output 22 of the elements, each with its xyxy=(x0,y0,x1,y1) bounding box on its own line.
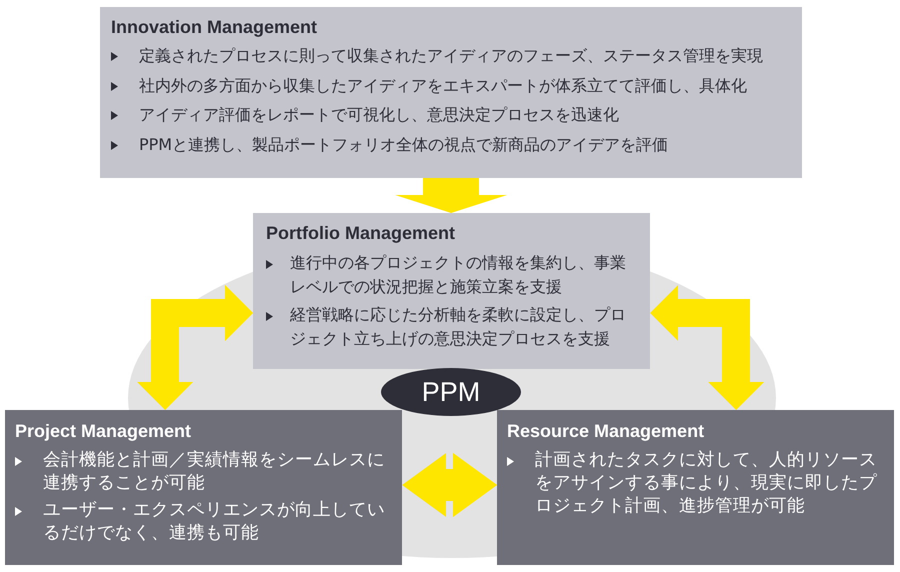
bullet-text: アイディア評価をレポートで可視化し、意思決定プロセスを迅速化 xyxy=(139,104,619,126)
bullet-text: 会計機能と計画／実績情報をシームレスに連携することが可能 xyxy=(43,449,386,495)
panel-heading: Resource Management xyxy=(507,420,704,443)
bullet-text: PPMと連携し、製品ポートフォリオ全体の視点で新商品のアイデアを評価 xyxy=(139,134,668,156)
panel-heading: Portfolio Management xyxy=(266,222,456,245)
block-arrow xyxy=(650,285,764,410)
bullet-text: 進行中の各プロジェクトの情報を集約し、事業レベルでの状況把握と施策立案を支援 xyxy=(290,252,627,298)
block-arrow xyxy=(395,178,507,213)
content-panel xyxy=(100,7,802,178)
block-arrow xyxy=(137,285,253,410)
bullet-text: 計画されたタスクに対して、人的リソースをアサインする事により、現実に即したプロジェクト計画、進捗管理が可能 xyxy=(535,449,878,518)
bullet-text: ユーザー・エクスペリエンスが向上しているだけでなく、連携も可能 xyxy=(43,499,386,545)
bullet-text: 経営戦略に応じた分析軸を柔軟に設定し、プロジェクト立ち上げの意思決定プロセスを支援 xyxy=(290,304,627,350)
content-panel xyxy=(253,213,650,369)
content-panel xyxy=(497,410,894,565)
panel-heading: Innovation Management xyxy=(111,16,318,39)
bullet-text: 定義されたプロセスに則って収集されたアイディアのフェーズ、ステータス管理を実現 xyxy=(139,45,763,67)
bullet-text: 社内外の多方面から収集したアイディアをエキスパートが体系立てて評価し、具体化 xyxy=(139,74,747,96)
content-panel xyxy=(5,410,402,565)
block-arrow xyxy=(402,453,497,517)
hub-label: PPM xyxy=(422,377,480,407)
panel-heading: Project Management xyxy=(15,420,192,443)
